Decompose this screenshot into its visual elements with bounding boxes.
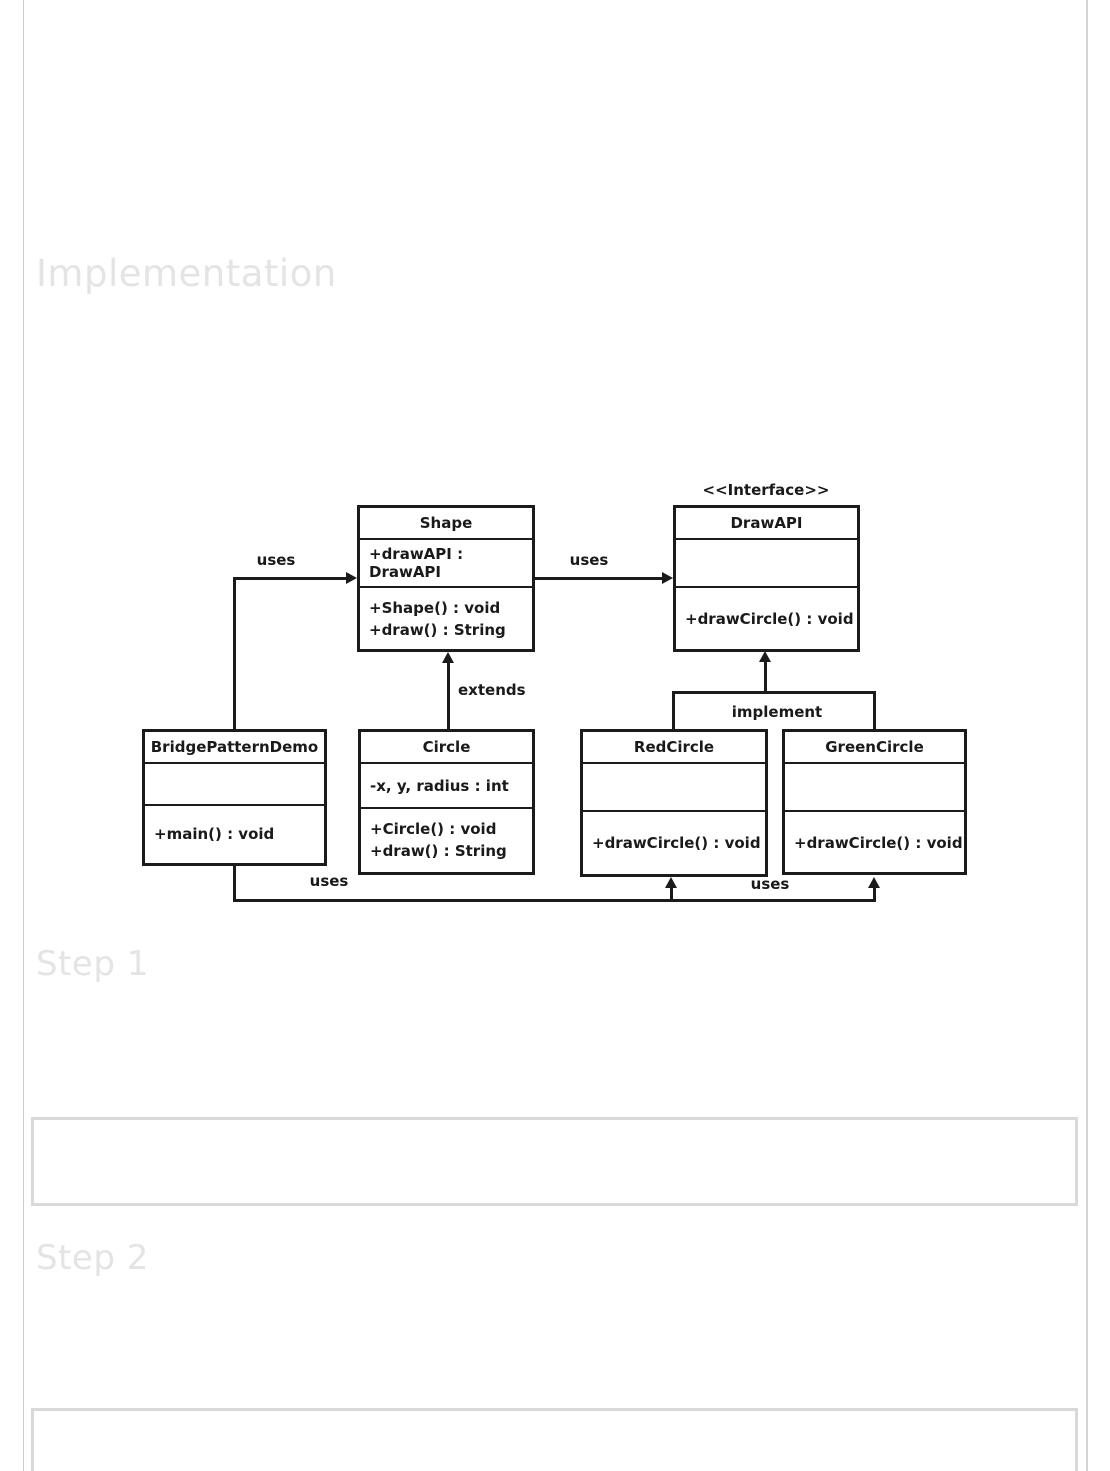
section-heading-step-1: Step 1 — [36, 944, 149, 984]
code-block-step-1 — [31, 1117, 1078, 1206]
uml-class-greencircle: GreenCircle +drawCircle() : void — [782, 729, 967, 875]
relationship-label-uses: uses — [309, 872, 349, 890]
connector-redcircle-branch — [670, 887, 673, 902]
class-methods-section: +main() : void — [145, 806, 324, 861]
class-method: +drawCircle() : void — [685, 609, 854, 628]
uml-class-shape: Shape +drawAPI : DrawAPI +Shape() : void… — [357, 505, 535, 652]
class-attributes-section — [676, 540, 857, 588]
class-methods-section: +Shape() : void +draw() : String — [360, 588, 532, 649]
class-attributes-section: +drawAPI : DrawAPI — [360, 540, 532, 588]
uml-interface-drawapi: DrawAPI +drawCircle() : void — [673, 505, 860, 652]
class-method: +Shape() : void — [369, 598, 501, 617]
page-left-border — [23, 0, 24, 1471]
arrowhead-into-drawapi-icon — [662, 572, 673, 584]
connector-bottom-horizontal — [233, 899, 876, 902]
class-title: GreenCircle — [785, 732, 964, 764]
class-method: +draw() : String — [370, 842, 507, 860]
connector-demo-uses-shape-vertical — [233, 577, 236, 732]
class-attribute: -x, y, radius : int — [370, 776, 509, 795]
class-method: +drawCircle() : void — [794, 833, 963, 852]
class-method: +Circle() : void — [370, 820, 497, 838]
section-heading-implementation: Implementation — [36, 252, 337, 295]
connector-implement-arrow-shaft — [764, 661, 767, 694]
connector-circle-extends-shape — [447, 661, 450, 731]
relationship-label-implement: implement — [731, 703, 823, 721]
relationship-label-uses: uses — [569, 551, 609, 569]
class-attributes-section: -x, y, radius : int — [361, 764, 532, 809]
connector-implement-right-vertical — [873, 691, 876, 732]
connector-implement-horizontal — [672, 691, 876, 694]
class-title: DrawAPI — [676, 508, 857, 540]
arrowhead-into-drawapi-bottom-icon — [759, 651, 771, 662]
class-title: RedCircle — [583, 732, 765, 764]
class-method: +drawCircle() : void — [592, 834, 761, 852]
class-attributes-section — [583, 764, 765, 812]
class-attributes-section — [785, 764, 964, 812]
class-method: +main() : void — [154, 824, 275, 843]
connector-demo-uses-shape-horizontal — [233, 577, 346, 580]
connector-shape-uses-drawapi — [535, 577, 662, 580]
section-heading-step-2: Step 2 — [36, 1238, 149, 1278]
arrowhead-into-redcircle-icon — [665, 877, 677, 888]
class-attributes-section — [145, 764, 324, 806]
relationship-label-uses: uses — [256, 551, 296, 569]
interface-stereotype-label: <<Interface>> — [702, 481, 830, 499]
relationship-label-extends: extends — [458, 681, 526, 699]
class-method: +draw() : String — [369, 620, 506, 639]
uml-class-bridgepatterndemo: BridgePatternDemo +main() : void — [142, 729, 327, 866]
class-title: Shape — [360, 508, 532, 540]
class-methods-section: +drawCircle() : void — [785, 812, 964, 873]
arrowhead-into-shape-icon — [346, 572, 357, 584]
page-right-border — [1086, 0, 1088, 1471]
class-title: Circle — [361, 732, 532, 764]
class-methods-section: +drawCircle() : void — [676, 588, 857, 649]
class-title: BridgePatternDemo — [145, 732, 324, 764]
relationship-label-uses: uses — [750, 875, 790, 893]
uml-class-redcircle: RedCircle +drawCircle() : void — [580, 729, 768, 877]
connector-greencircle-branch — [873, 887, 876, 902]
connector-demo-bottom-vertical — [233, 863, 236, 902]
arrowhead-into-greencircle-icon — [868, 877, 880, 888]
arrowhead-into-shape-bottom-icon — [442, 652, 454, 663]
class-methods-section: +Circle() : void +draw() : String — [361, 809, 532, 871]
connector-implement-left-vertical — [672, 691, 675, 732]
code-block-step-2 — [31, 1408, 1078, 1471]
class-methods-section: +drawCircle() : void — [583, 812, 765, 874]
class-attribute: +drawAPI : DrawAPI — [369, 545, 464, 581]
uml-class-circle: Circle -x, y, radius : int +Circle() : v… — [358, 729, 535, 875]
